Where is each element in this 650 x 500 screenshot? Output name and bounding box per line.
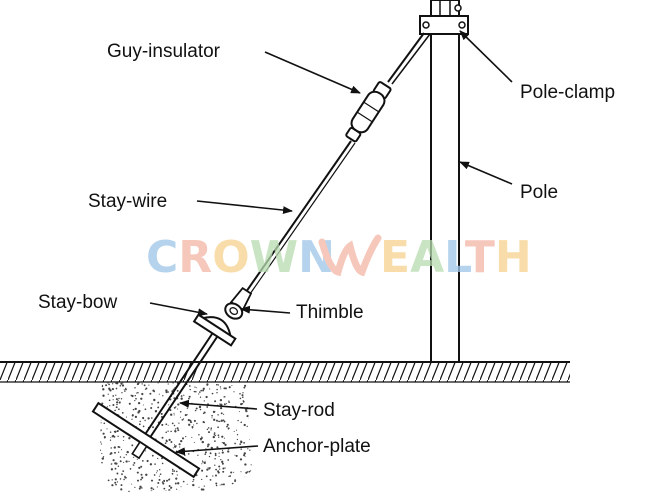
soil-stipple — [99, 381, 252, 492]
watermark-text-ealth: EALTH — [380, 232, 532, 283]
label-thimble: Thimble — [296, 302, 364, 323]
leader-pole — [459, 161, 513, 185]
leader-anchor-plate — [175, 445, 259, 456]
guy-insulator-shape — [345, 81, 392, 143]
leader-guy-insulator — [264, 51, 361, 94]
leader-pole-clamp — [459, 30, 513, 83]
watermark-logo: CROWN EALTH — [146, 232, 532, 283]
leader-stay-wire — [196, 200, 293, 215]
leader-thimble — [240, 305, 291, 314]
pole-clamp-shape — [419, 0, 469, 35]
label-pole-clamp: Pole-clamp — [520, 82, 615, 103]
ground — [0, 361, 570, 383]
stay-wire-main — [245, 140, 356, 295]
label-pole: Pole — [520, 182, 558, 203]
label-stay-wire: Stay-wire — [88, 191, 167, 212]
leader-lines — [149, 30, 513, 456]
stay-rod-shape — [143, 333, 218, 440]
leader-stay-bow — [149, 302, 208, 317]
label-anchor-plate: Anchor-plate — [263, 436, 371, 457]
leader-stay-rod — [179, 399, 258, 410]
stay-wire-upper — [387, 32, 431, 85]
watermark-text-crown: CROWN — [146, 232, 335, 283]
watermark-w-mark — [318, 234, 382, 277]
thimble-shape — [224, 286, 253, 320]
label-stay-rod: Stay-rod — [263, 400, 335, 421]
label-stay-bow: Stay-bow — [38, 292, 117, 313]
anchor-plate-shape — [91, 401, 201, 479]
stay-bow-shape — [192, 313, 237, 347]
label-guy-insulator: Guy-insulator — [107, 41, 221, 62]
pole-shape — [430, 0, 460, 363]
